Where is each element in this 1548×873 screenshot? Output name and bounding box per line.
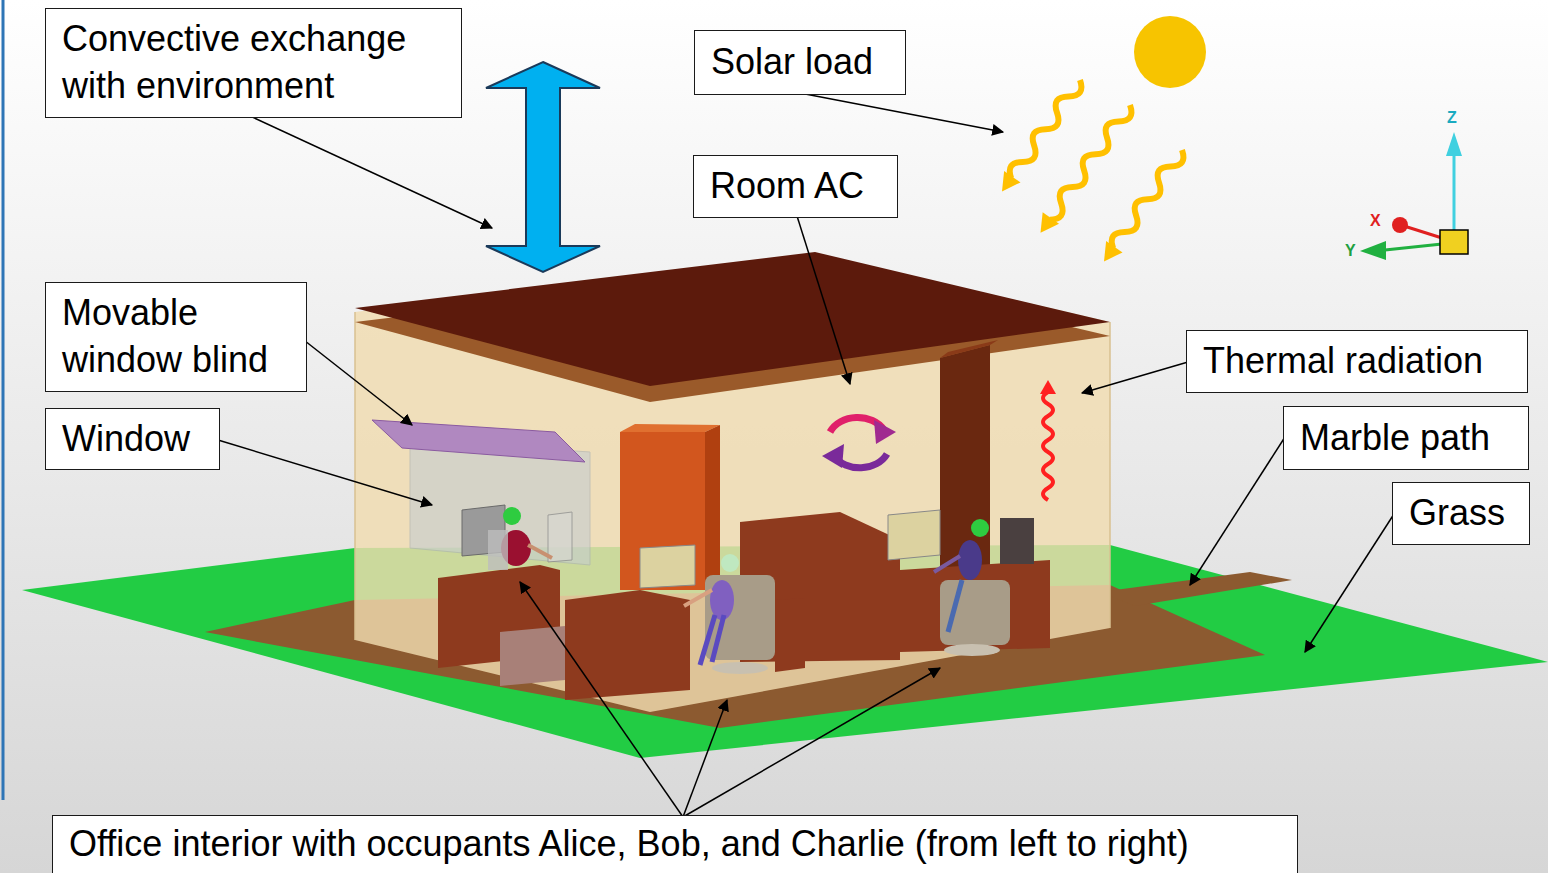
callout-text: Room AC: [710, 163, 864, 210]
callout-box: Office interior with occupants Alice, Bo…: [52, 815, 1298, 873]
occupant-arm: [934, 556, 960, 572]
radiation-wave: [1040, 380, 1056, 500]
wall-edge: [354, 312, 356, 640]
leader-line: [1190, 437, 1285, 585]
callout-text: Window: [62, 416, 190, 463]
leader-line: [683, 668, 940, 817]
axis-origin-cube: [1440, 230, 1468, 254]
monitor: [640, 545, 695, 588]
occupant-body: [710, 580, 734, 620]
leader-line: [683, 700, 727, 817]
leader-line: [1082, 362, 1188, 393]
window-blind: [372, 420, 585, 462]
chair: [940, 580, 1010, 645]
leader-line: [800, 93, 1003, 132]
axis-x-head: [1392, 217, 1408, 233]
sun: [1134, 16, 1206, 88]
desk: [565, 590, 690, 700]
callout-box: Movable window blind: [45, 282, 307, 392]
roof: [355, 252, 1110, 386]
occupant-arm: [528, 545, 552, 558]
desk-side: [775, 598, 805, 672]
callout-text: Thermal radiation: [1203, 338, 1483, 385]
solar-ray: [1096, 144, 1190, 267]
callout-text: Solar load: [711, 39, 873, 86]
ac-arrowhead: [874, 420, 896, 444]
occupant-head: [503, 507, 521, 525]
ac-arrowhead: [822, 444, 844, 468]
axis-y-head: [1360, 241, 1386, 260]
drawer-unit: [500, 626, 565, 686]
axis-label: X: [1370, 213, 1381, 229]
axis-label: Y: [1345, 243, 1356, 259]
callout-box: Marble path: [1283, 406, 1529, 470]
solar-ray: [994, 74, 1088, 197]
callout-box: Convective exchange with environment: [45, 8, 462, 118]
axis-x: [1404, 226, 1442, 238]
monitor: [548, 512, 572, 562]
callout-text: Movable window blind: [62, 290, 290, 384]
callout-text: Grass: [1409, 490, 1505, 537]
leader-lines: [218, 93, 1394, 817]
cabinet-side: [705, 425, 720, 590]
callout-text: Convective exchange with environment: [62, 16, 445, 110]
callout-text: Office interior with occupants Alice, Bo…: [69, 821, 1189, 868]
occupant-head: [971, 519, 989, 537]
callout-text: Marble path: [1300, 415, 1490, 462]
occupant-arm: [684, 590, 712, 606]
convection-arrow: [486, 62, 600, 272]
occupant-leg: [948, 580, 962, 632]
leader-line: [797, 216, 850, 384]
cabinet: [620, 432, 705, 590]
leader-line: [250, 116, 492, 228]
chair: [488, 530, 508, 570]
wall-edge: [1109, 322, 1111, 628]
solar-ray: [1032, 99, 1138, 238]
leader-line: [1305, 514, 1394, 652]
occupant-leg: [712, 615, 724, 662]
occupant-body: [958, 540, 982, 580]
leader-line: [300, 337, 412, 425]
callout-box: Grass: [1392, 482, 1530, 545]
axis-label: Z: [1447, 110, 1457, 126]
leader-line: [218, 440, 432, 505]
callout-box: Room AC: [693, 155, 898, 218]
monitor: [1000, 518, 1034, 564]
cabinet-top: [620, 424, 720, 432]
frame-line: [2, 0, 5, 800]
leader-line: [520, 582, 683, 817]
axis-y: [1385, 244, 1442, 250]
chair-base: [944, 644, 1000, 656]
axis-z: [1453, 150, 1456, 232]
callout-box: Thermal radiation: [1186, 330, 1528, 393]
axis-z-head: [1446, 132, 1462, 156]
monitor: [888, 510, 940, 560]
callout-box: Solar load: [694, 30, 906, 95]
chair-base: [712, 662, 768, 674]
marble-path-strip: [1100, 572, 1292, 606]
callout-box: Window: [45, 408, 220, 470]
occupant-head: [721, 554, 739, 572]
door-top: [940, 340, 998, 358]
